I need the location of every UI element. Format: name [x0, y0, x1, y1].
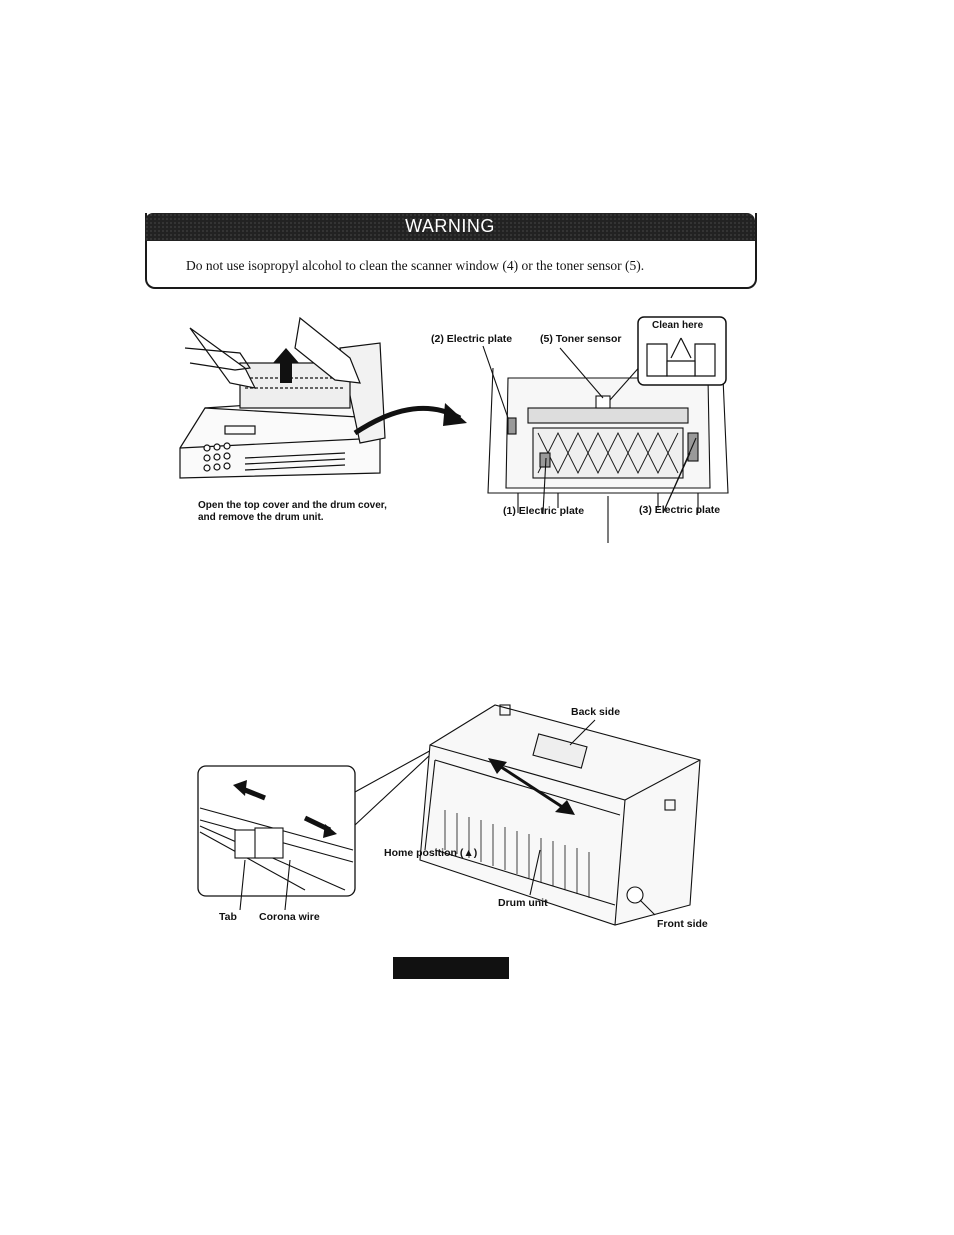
- label-back-side: Back side: [571, 706, 621, 718]
- label-front-side: Front side: [657, 918, 708, 930]
- warning-header: WARNING: [145, 213, 755, 241]
- label-tab: Tab: [219, 911, 237, 923]
- figure1-caption-line2: and remove the drum unit.: [198, 512, 324, 523]
- label-toner-sensor-5: (5) Toner sensor: [540, 333, 622, 345]
- fax-drum-removal-illustration: [145, 308, 475, 488]
- label-drum-unit: Drum unit: [498, 897, 548, 909]
- figure1-caption-line1: Open the top cover and the drum cover,: [198, 500, 387, 511]
- redaction-bar: [393, 957, 509, 979]
- figure1-caption: Open the top cover and the drum cover, a…: [198, 500, 387, 524]
- label-electric-plate-1: (1) Electric plate: [503, 505, 585, 517]
- label-electric-plate-2: (2) Electric plate: [431, 333, 513, 345]
- label-electric-plate-3: (3) Electric plate: [639, 504, 721, 516]
- label-home-position: Home position (▲): [384, 847, 478, 859]
- warning-text: Do not use isopropyl alcohol to clean th…: [186, 258, 645, 273]
- label-corona-wire: Corona wire: [259, 911, 320, 923]
- clean-here-inset: [637, 316, 727, 386]
- drum-unit-illustration: [195, 700, 705, 940]
- warning-title: WARNING: [405, 216, 495, 236]
- warning-box: [145, 213, 757, 289]
- machine-interior-illustration: [478, 318, 738, 543]
- label-clean-here: Clean here: [652, 320, 704, 331]
